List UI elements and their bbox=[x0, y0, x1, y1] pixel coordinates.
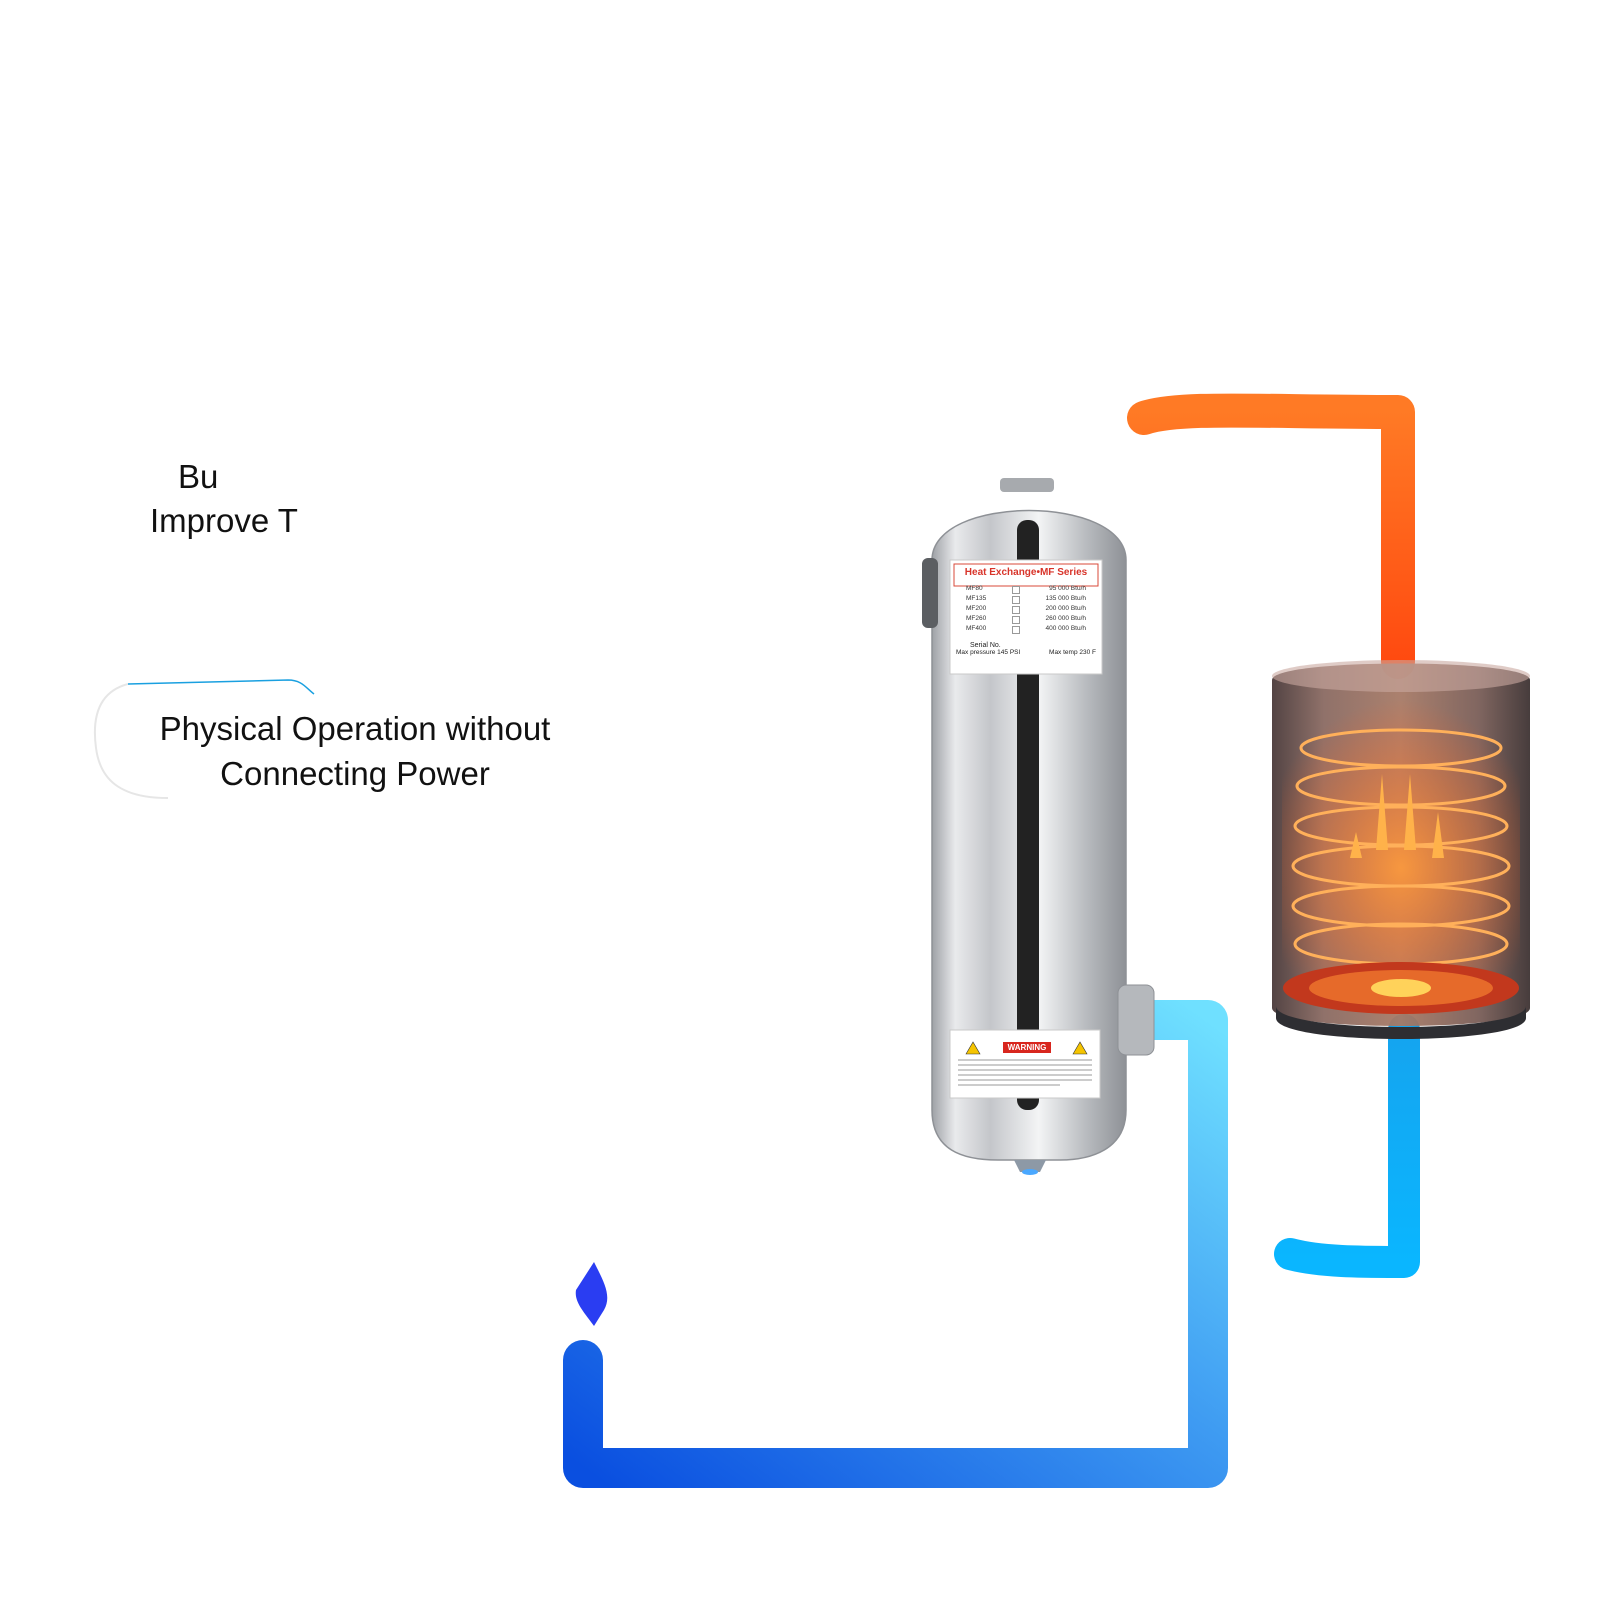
feature-line-1: Physical Operation without bbox=[159, 710, 551, 747]
feature-callout-bubble bbox=[93, 679, 315, 799]
warning-label bbox=[949, 1029, 1101, 1099]
max-pressure: Max pressure 145 PSI bbox=[956, 649, 1021, 656]
headline: Bu Improve T bbox=[150, 455, 350, 543]
water-drop-icon bbox=[575, 1262, 608, 1326]
model-name: MF260 bbox=[966, 615, 987, 622]
feature-line-2: Connecting Power bbox=[220, 755, 490, 792]
model-row: MF260 260 000 Btu/h bbox=[952, 614, 1100, 624]
model-row: MF400 400 000 Btu/h bbox=[952, 624, 1100, 634]
model-rating: 135 000 Btu/h bbox=[1045, 595, 1086, 602]
model-row: MF80 95 000 Btu/h bbox=[952, 584, 1100, 594]
model-rating: 200 000 Btu/h bbox=[1045, 605, 1086, 612]
headline-line-2: Improve T bbox=[150, 502, 298, 539]
checkbox-icon bbox=[1011, 626, 1020, 634]
model-name: MF80 bbox=[966, 585, 983, 592]
model-row: MF200 200 000 Btu/h bbox=[952, 604, 1100, 614]
model-name: MF200 bbox=[966, 605, 987, 612]
model-row: MF135 135 000 Btu/h bbox=[952, 594, 1100, 604]
checkbox-icon bbox=[1011, 586, 1020, 594]
warning-title: WARNING bbox=[1007, 1043, 1047, 1052]
model-rating: 95 000 Btu/h bbox=[1049, 585, 1086, 592]
product-label-title: Heat Exchange•MF Series bbox=[964, 567, 1088, 578]
boiler-return-pipe bbox=[1274, 1014, 1420, 1278]
serial-label: Serial No. bbox=[970, 642, 1001, 649]
max-temp: Max temp 230 F bbox=[1049, 649, 1096, 656]
cold-water-pipe bbox=[563, 1000, 1228, 1488]
boiler-vessel bbox=[1272, 660, 1530, 1039]
product-spec-label bbox=[949, 559, 1103, 675]
headline-line-1: Bu bbox=[178, 458, 219, 495]
product-label-text: Heat Exchange•MF Series MF80 95 000 Btu/h… bbox=[952, 562, 1100, 656]
model-name: MF400 bbox=[966, 625, 987, 632]
checkbox-icon bbox=[1011, 616, 1020, 624]
model-rating: 260 000 Btu/h bbox=[1045, 615, 1086, 622]
model-rating: 400 000 Btu/h bbox=[1045, 625, 1086, 632]
hot-water-pipe bbox=[1127, 393, 1415, 679]
checkbox-icon bbox=[1011, 596, 1020, 604]
checkbox-icon bbox=[1011, 606, 1020, 614]
feature-callout-text: Physical Operation without Connecting Po… bbox=[140, 706, 570, 796]
model-name: MF135 bbox=[966, 595, 987, 602]
